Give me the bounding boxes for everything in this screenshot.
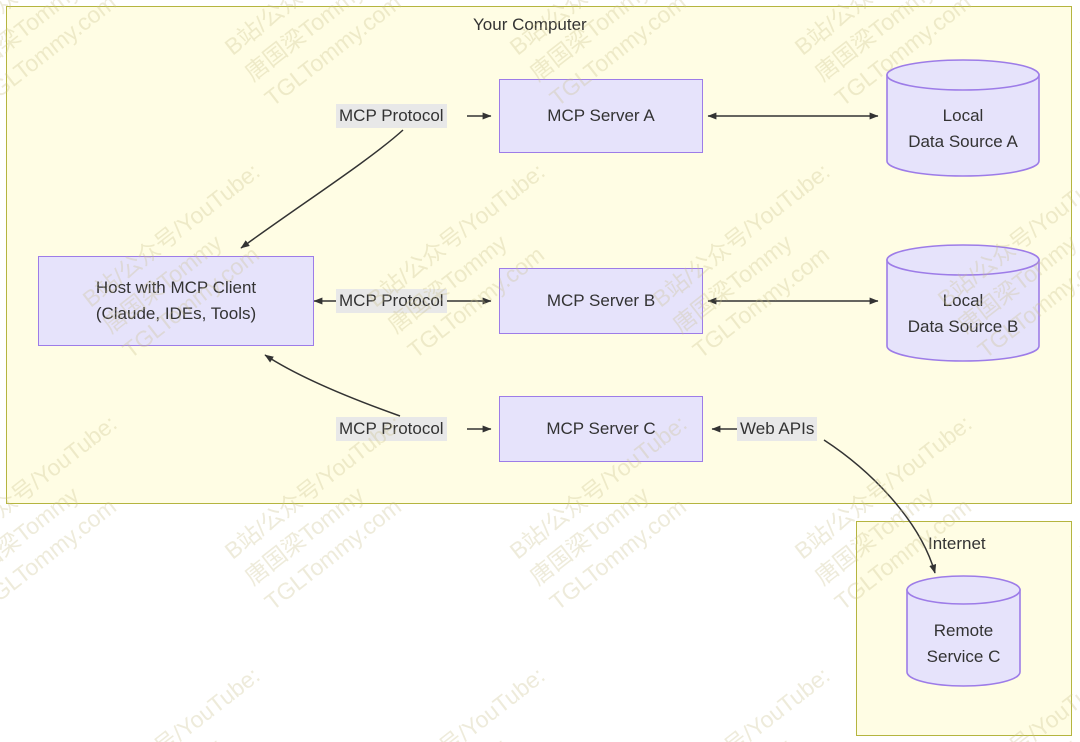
node-server-c-label: MCP Server C — [546, 418, 656, 438]
edge-label-web-apis: Web APIs — [737, 417, 818, 442]
edge-label-mcp-protocol-c: MCP Protocol — [336, 417, 447, 442]
node-host-label-line1: Host with MCP Client — [95, 277, 257, 297]
datastore-local-a[interactable]: Local Data Source A — [886, 59, 1040, 177]
edge-label-mcp-protocol-b: MCP Protocol — [336, 289, 447, 314]
datastore-local-a-label-line2: Data Source A — [908, 132, 1018, 151]
cylinder-shape — [906, 575, 1021, 687]
node-server-b[interactable]: MCP Server B — [499, 268, 703, 334]
datastore-local-b[interactable]: Local Data Source B — [886, 244, 1040, 362]
datastore-local-b-label-line1: Local — [942, 291, 984, 310]
datastore-local-a-label-line1: Local — [942, 106, 984, 125]
node-server-a-label: MCP Server A — [547, 105, 655, 125]
datastore-remote-c-label-line1: Remote — [933, 621, 994, 640]
node-host-label-line2: (Claude, IDEs, Tools) — [95, 304, 257, 323]
datastore-remote-c[interactable]: Remote Service C — [906, 575, 1021, 687]
node-host[interactable]: Host with MCP Client (Claude, IDEs, Tool… — [38, 256, 314, 346]
datastore-local-b-label-line2: Data Source B — [907, 317, 1019, 336]
node-server-b-label: MCP Server B — [546, 290, 656, 310]
cylinder-shape — [886, 244, 1040, 362]
edge-label-mcp-protocol-a: MCP Protocol — [336, 104, 447, 129]
cylinder-shape — [886, 59, 1040, 177]
node-server-a[interactable]: MCP Server A — [499, 79, 703, 153]
datastore-remote-c-label-line2: Service C — [926, 647, 1001, 666]
container-title-internet: Internet — [928, 534, 986, 553]
container-title-your-computer: Your Computer — [473, 15, 587, 34]
node-server-c[interactable]: MCP Server C — [499, 396, 703, 462]
